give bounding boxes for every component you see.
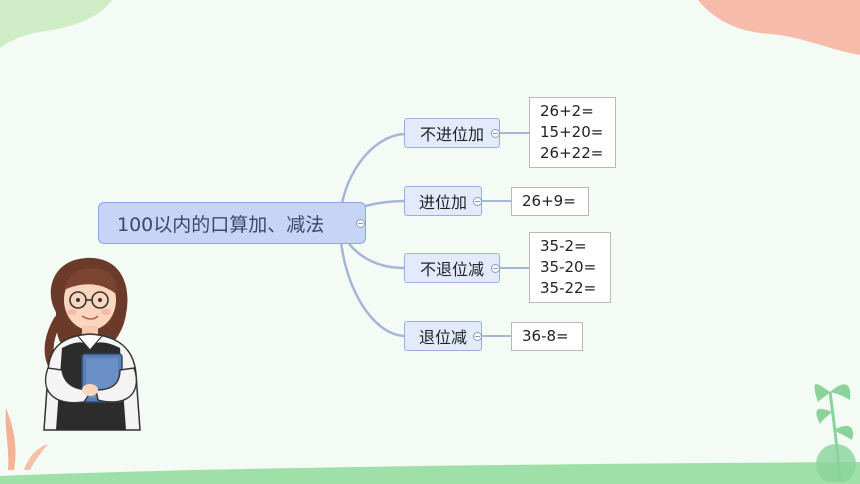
leaf-box-3[interactable]: 35-2= 35-20= 35-22=	[529, 232, 611, 303]
leaf-box-2[interactable]: 26+9=	[511, 187, 589, 216]
branch-1-collapse-toggle-icon[interactable]	[491, 129, 500, 138]
leaf-box-1[interactable]: 26+2= 15+20= 26+22=	[529, 97, 616, 168]
leaf-item: 35-20=	[540, 258, 597, 276]
branch-node-1[interactable]: 不进位加	[404, 118, 500, 148]
leaf-item: 26+22=	[540, 144, 604, 162]
root-node-label: 100以内的口算加、减法	[117, 213, 325, 236]
leaf-item: 36-8=	[522, 327, 569, 345]
bottom-band	[0, 462, 860, 484]
branch-3-collapse-toggle-icon[interactable]	[491, 264, 500, 273]
leaf-item: 15+20=	[540, 123, 604, 141]
branch-node-3[interactable]: 不退位减	[404, 253, 500, 283]
top-right-blob	[698, 0, 860, 55]
bottom-right-leaf-icon	[814, 384, 856, 482]
branch-node-4[interactable]: 退位减	[404, 321, 482, 351]
leaf-item: 26+2=	[540, 102, 594, 120]
branch-node-label: 不退位减	[419, 260, 484, 279]
branch-node-2[interactable]: 进位加	[404, 186, 482, 216]
branch-2-collapse-toggle-icon[interactable]	[473, 197, 482, 206]
bottom-left-leaf-icon	[5, 408, 48, 470]
branch-node-label: 进位加	[418, 193, 467, 212]
root-collapse-toggle-icon[interactable]	[356, 219, 365, 228]
teacher-illustration	[43, 257, 141, 431]
branch-node-label: 退位减	[418, 328, 467, 347]
leaf-item: 26+9=	[522, 192, 576, 210]
branch-4-collapse-toggle-icon[interactable]	[473, 332, 482, 341]
top-left-blob	[0, 0, 112, 48]
leaf-box-4[interactable]: 36-8=	[511, 322, 583, 351]
branch-node-label: 不进位加	[419, 125, 484, 144]
leaf-item: 35-22=	[540, 279, 597, 297]
leaf-item: 35-2=	[540, 237, 587, 255]
root-node[interactable]: 100以内的口算加、减法	[98, 202, 366, 244]
